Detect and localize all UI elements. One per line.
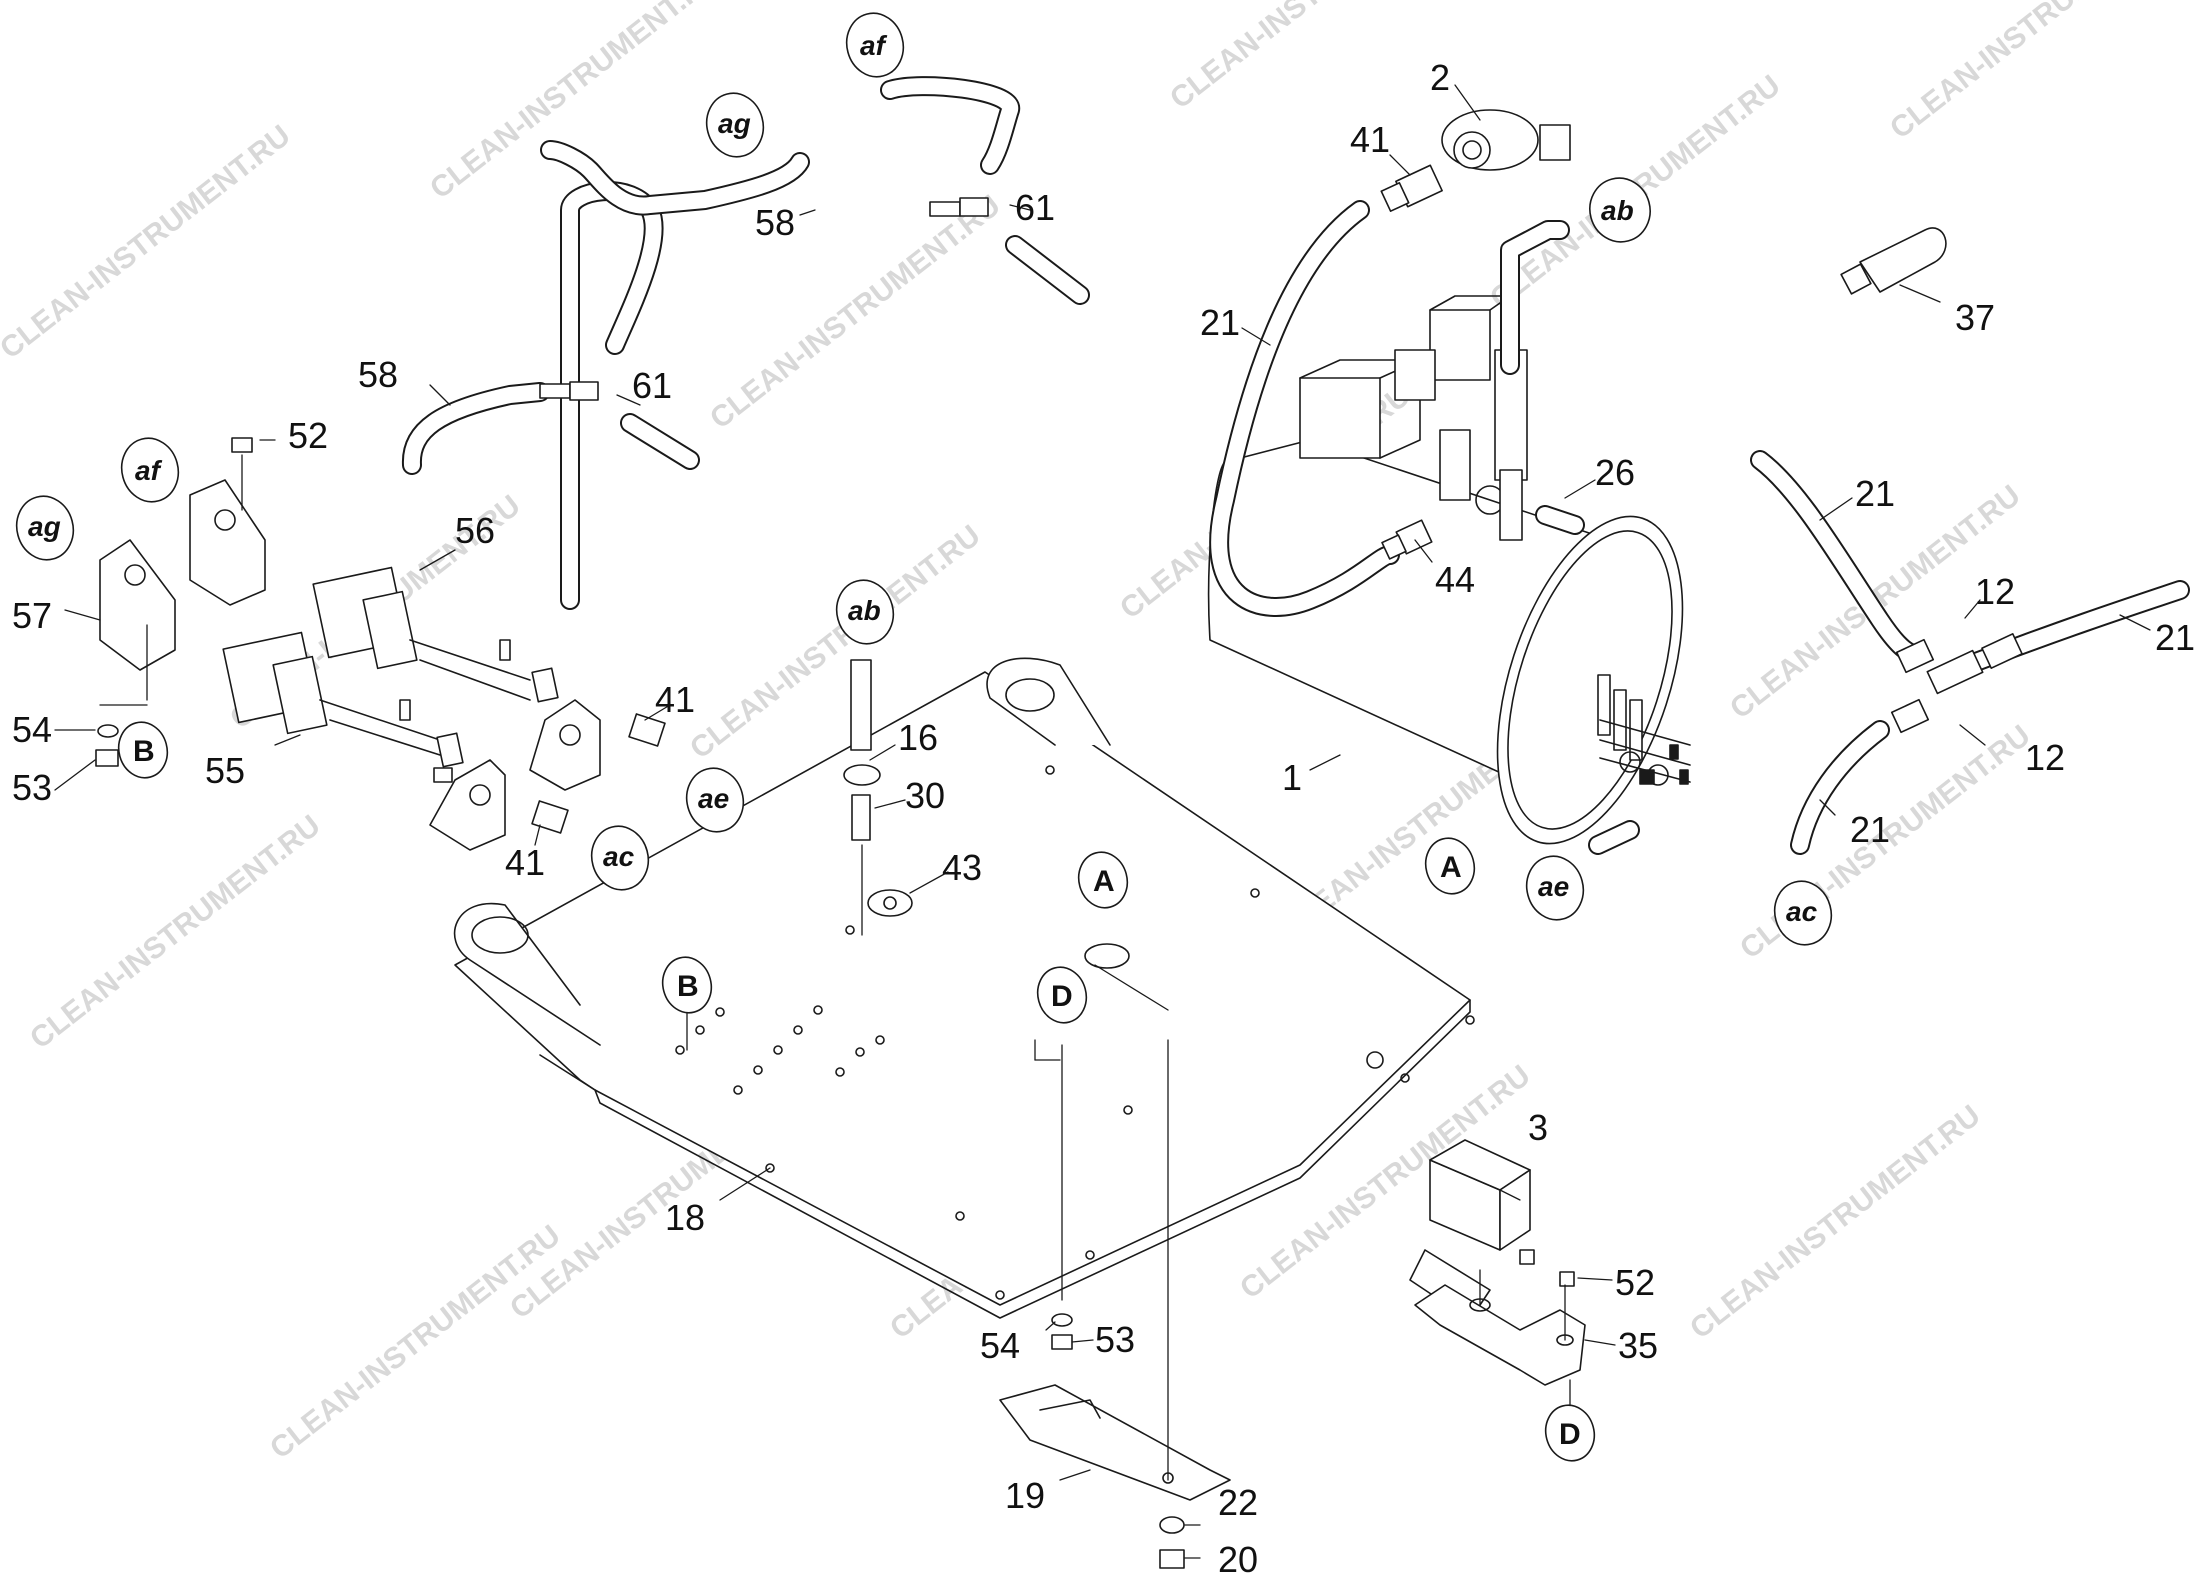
callout-43: 43 bbox=[942, 847, 982, 888]
tag-D-plate: D bbox=[1036, 966, 1088, 1024]
svg-text:ab: ab bbox=[1601, 195, 1634, 226]
callout-61: 61 bbox=[1015, 187, 1055, 228]
connection-tags: af ag ab af ag B ab ae bbox=[15, 12, 1833, 1462]
callout-37: 37 bbox=[1955, 297, 1995, 338]
leader-lines bbox=[54, 84, 2151, 1559]
tank-hoses bbox=[1209, 200, 2190, 855]
svg-text:A: A bbox=[1093, 865, 1115, 898]
tag-ae-tank: ae bbox=[1525, 855, 1585, 921]
svg-text:ag: ag bbox=[28, 511, 61, 542]
callout-12: 12 bbox=[2025, 737, 2065, 778]
watermark: CLEAN-INSTRUMENT.RU bbox=[1164, 0, 1467, 116]
callout-53: 53 bbox=[12, 767, 52, 808]
callout-55: 55 bbox=[205, 750, 245, 791]
brackets-left bbox=[99, 479, 666, 851]
tag-A-tank: A bbox=[1424, 837, 1476, 895]
callout-21: 21 bbox=[2155, 617, 2195, 658]
tag-B-left: B bbox=[117, 721, 169, 779]
callout-19: 19 bbox=[1005, 1475, 1045, 1516]
callout-44: 44 bbox=[1435, 559, 1475, 600]
svg-text:ag: ag bbox=[718, 108, 751, 139]
center-fittings bbox=[843, 659, 913, 936]
pressure-switch bbox=[1380, 109, 1571, 212]
callout-22: 22 bbox=[1218, 1482, 1258, 1523]
svg-text:ae: ae bbox=[1538, 871, 1569, 902]
callout-21: 21 bbox=[1850, 809, 1890, 850]
tag-ae-left: ae bbox=[685, 767, 745, 833]
callout-54: 54 bbox=[12, 709, 52, 750]
tag-ag-left: ag bbox=[15, 495, 75, 561]
tag-af-left: af bbox=[120, 437, 180, 503]
callout-41: 41 bbox=[1350, 119, 1390, 160]
svg-text:ae: ae bbox=[698, 783, 729, 814]
callout-57: 57 bbox=[12, 595, 52, 636]
tag-ac-left: ac bbox=[590, 825, 650, 891]
callout-16: 16 bbox=[898, 717, 938, 758]
svg-text:af: af bbox=[135, 455, 163, 486]
callout-52: 52 bbox=[1615, 1262, 1655, 1303]
tag-A-plate: A bbox=[1077, 851, 1129, 909]
svg-text:B: B bbox=[133, 735, 155, 768]
solenoid-valves bbox=[222, 566, 559, 768]
callout-35: 35 bbox=[1618, 1325, 1658, 1366]
mounting-bracket bbox=[1409, 1139, 1586, 1406]
tag-D-bracket: D bbox=[1544, 1404, 1596, 1462]
svg-text:D: D bbox=[1559, 1418, 1581, 1451]
callout-58: 58 bbox=[358, 354, 398, 395]
watermark: CLEAN-INSTRUMENT.RU bbox=[1684, 1099, 1987, 1346]
callout-30: 30 bbox=[905, 775, 945, 816]
fitting-44 bbox=[1381, 519, 1433, 560]
t-connectors bbox=[1890, 633, 2023, 734]
callout-21: 21 bbox=[1200, 302, 1240, 343]
tag-ag-top: ag bbox=[705, 92, 765, 158]
tag-ab-right: ab bbox=[1589, 177, 1651, 243]
callout-61: 61 bbox=[632, 365, 672, 406]
callout-2: 2 bbox=[1430, 57, 1450, 98]
svg-text:ac: ac bbox=[603, 841, 635, 872]
tag-ac-right: ac bbox=[1773, 880, 1833, 946]
watermark: CLEAN-INSTRUMENT.RU bbox=[704, 189, 1007, 436]
callout-1: 1 bbox=[1282, 757, 1302, 798]
watermark: CLEAN-INSTRUMENT.RU bbox=[1884, 0, 2187, 146]
tag-af-top: af bbox=[845, 12, 905, 78]
watermark: CLEAN-INSTRUMENT.RU bbox=[24, 809, 327, 1056]
svg-text:A: A bbox=[1440, 851, 1462, 884]
hoses-left bbox=[401, 76, 1090, 610]
callout-52: 52 bbox=[288, 415, 328, 456]
left-hardware bbox=[95, 437, 453, 783]
svg-text:B: B bbox=[677, 970, 699, 1003]
callout-58: 58 bbox=[755, 202, 795, 243]
callout-41: 41 bbox=[655, 679, 695, 720]
callout-3: 3 bbox=[1528, 1107, 1548, 1148]
tag-ab-mid: ab bbox=[835, 579, 895, 645]
svg-text:ac: ac bbox=[1786, 896, 1818, 927]
callout-12: 12 bbox=[1975, 571, 2015, 612]
callout-26: 26 bbox=[1595, 452, 1635, 493]
callout-56: 56 bbox=[455, 510, 495, 551]
clamp-plate bbox=[999, 1039, 1231, 1569]
y-connectors bbox=[539, 197, 989, 401]
svg-text:ab: ab bbox=[848, 595, 881, 626]
watermark: CLEAN-INSTRUMENT.RU bbox=[0, 119, 297, 366]
grease-tube bbox=[1840, 227, 1947, 295]
callout-18: 18 bbox=[665, 1197, 705, 1238]
callout-53: 53 bbox=[1095, 1319, 1135, 1360]
svg-text:af: af bbox=[860, 30, 888, 61]
boiler-tank bbox=[1207, 239, 1691, 845]
svg-text:D: D bbox=[1051, 980, 1073, 1013]
watermark: CLEAN-INSTRUMENT.RU bbox=[264, 1219, 567, 1466]
tag-B-plate: B bbox=[661, 956, 713, 1014]
callout-54: 54 bbox=[980, 1325, 1020, 1366]
callout-41: 41 bbox=[505, 842, 545, 883]
part-callouts: 2 41 21 37 26 44 21 12 21 12 21 1 61 58 … bbox=[12, 57, 2195, 1580]
callout-21: 21 bbox=[1855, 473, 1895, 514]
watermark: CLEAN-INSTRUMENT.RU bbox=[424, 0, 727, 206]
callout-20: 20 bbox=[1218, 1539, 1258, 1580]
